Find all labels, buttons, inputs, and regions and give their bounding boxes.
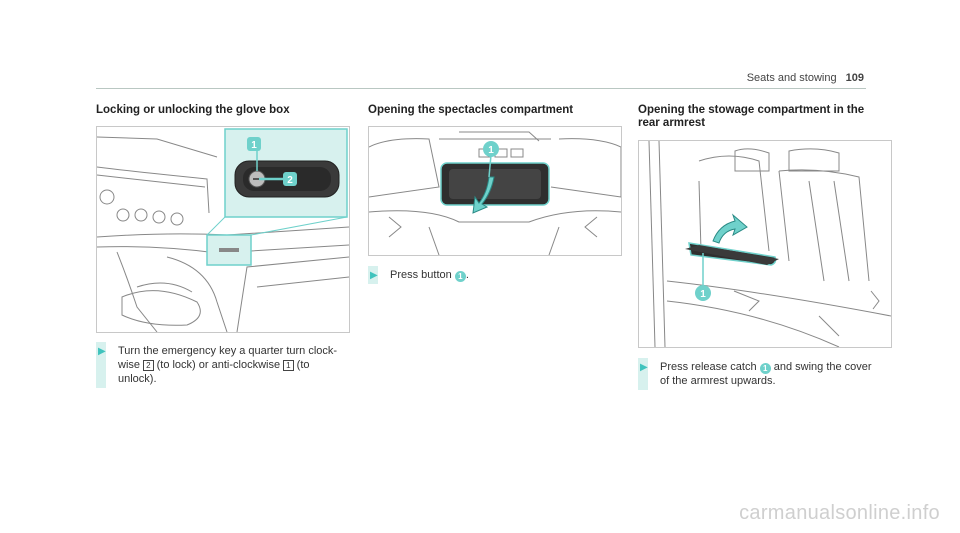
key-1-symbol: 1 [283,360,294,371]
step-arrow-icon: ▶ [640,362,648,373]
page-number: 109 [845,72,864,84]
step-bar [368,266,378,284]
spectacles-step: ▶ Press button 1. [368,266,646,284]
glove-box-label-2: 2 [287,175,293,186]
glove-box-step: ▶ Turn the emergency key a quarter turn … [96,342,374,388]
armrest-label-1: 1 [700,289,706,300]
spectacles-label-1: 1 [488,145,494,156]
step-arrow-icon: ▶ [98,346,106,357]
running-head: Seats and stowing 109 [747,72,864,84]
glove-box-figure: 1 2 [96,126,350,333]
section-title: Seats and stowing [746,72,837,84]
step-arrow-icon: ▶ [370,270,378,281]
button-1-badge: 1 [454,271,466,282]
armrest-figure: 1 [638,140,892,348]
step-bar [638,358,648,390]
spectacles-figure: 1 [368,126,622,256]
glove-box-label-1: 1 [251,140,257,151]
release-catch-1-badge: 1 [759,363,771,374]
armrest-step: ▶ Press release catch 1 and swing the co… [638,358,916,390]
header-divider [96,88,866,89]
watermark: carmanualsonline.info [739,502,940,524]
spectacles-heading: Opening the spectacles compartment [368,104,574,116]
armrest-heading: Opening the stowage compartment in the r… [638,104,865,129]
key-2-symbol: 2 [143,360,154,371]
glove-box-heading: Locking or unlocking the glove box [96,104,290,116]
step-bar [96,342,106,388]
